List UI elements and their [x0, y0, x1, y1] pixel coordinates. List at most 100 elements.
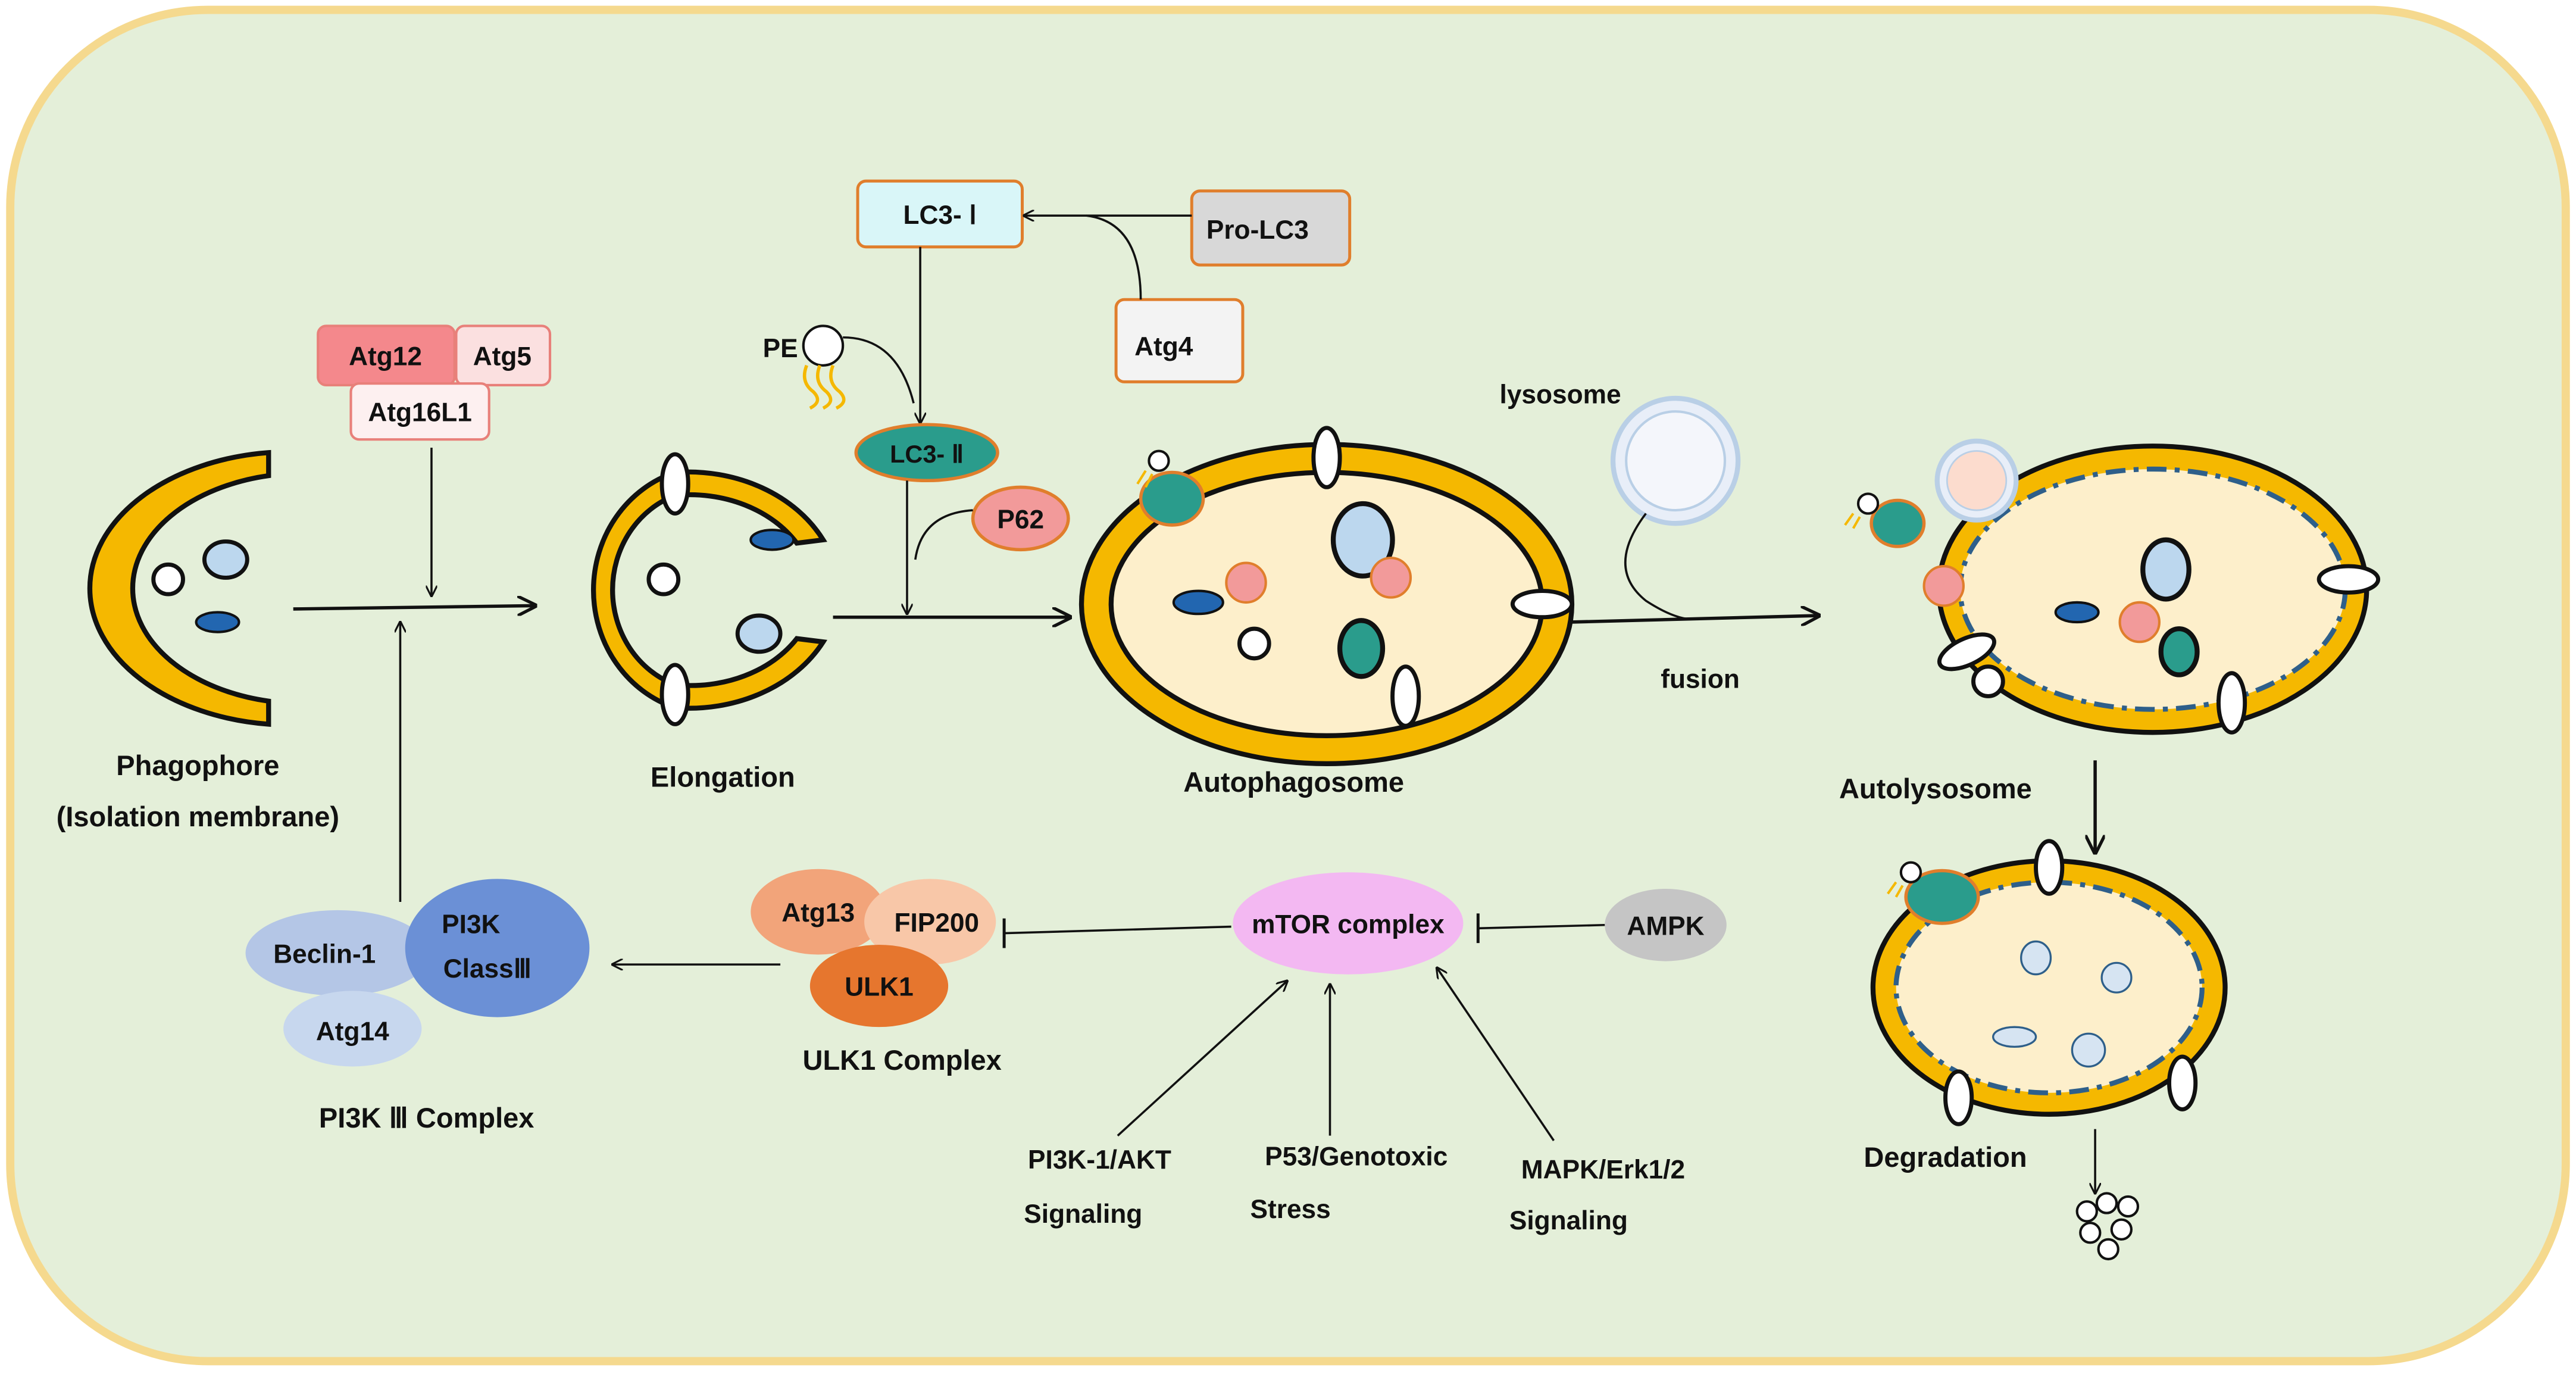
svg-text:P62: P62 — [997, 505, 1044, 534]
phagophore-membrane — [87, 449, 271, 727]
svg-text:Atg5: Atg5 — [473, 342, 532, 371]
white-vesicle — [1971, 664, 2005, 698]
inhibition-mtor-ulk1 — [1004, 925, 1231, 935]
svg-text:LC3- Ⅱ: LC3- Ⅱ — [890, 440, 964, 468]
pe-tails — [1887, 881, 1904, 898]
light-blue-vesicle — [202, 539, 249, 580]
pink-vesicle — [2118, 601, 2161, 644]
inhibition-ampk-mtor — [1478, 923, 1605, 930]
elongation-label: Elongation — [651, 761, 795, 793]
mapk-sublabel: Signaling — [1509, 1206, 1628, 1235]
autophagosome-label: Autophagosome — [1183, 766, 1404, 798]
pi3k-complex-title: PI3K Ⅲ Complex — [319, 1102, 534, 1133]
teal-vesicle — [1337, 618, 1386, 679]
elongation-membrane — [590, 469, 828, 711]
p62-oval: P62 — [971, 485, 1070, 552]
membrane-protein — [1510, 589, 1574, 620]
pi3k-iii-complex: Beclin-1 Atg14 PI3K ClassⅢ — [245, 879, 590, 1067]
lysosome — [1610, 395, 1741, 526]
pe-tails — [1136, 470, 1153, 488]
lc3-i-box: LC3- Ⅰ — [856, 179, 1024, 249]
degradation-products — [2075, 1192, 2140, 1261]
degradation-label: Degradation — [1864, 1141, 2027, 1173]
pink-vesicle — [1370, 557, 1412, 599]
pi3k-akt-label: PI3K-1/AKT — [1028, 1145, 1171, 1175]
pe-marker — [1899, 861, 1922, 883]
autophagosome — [1078, 442, 1575, 766]
lc3-ii-marker — [1139, 470, 1205, 527]
phagophore-sublabel: (Isolation membrane) — [57, 801, 339, 832]
atg14-label: Atg14 — [316, 1017, 389, 1046]
pi3k-label: PI3K — [442, 910, 500, 939]
svg-text:Atg12: Atg12 — [349, 342, 422, 371]
membrane-protein — [1937, 632, 1996, 672]
arrow-mapk-to-mtor — [1437, 968, 1555, 1141]
dark-blue-vesicle — [195, 611, 240, 633]
fip200-label: FIP200 — [894, 908, 979, 938]
svg-text:LC3- Ⅰ: LC3- Ⅰ — [903, 201, 977, 230]
light-blue-vesicle — [1330, 501, 1395, 579]
p53-label: P53/Genotoxic — [1265, 1142, 1448, 1171]
mtor-complex: mTOR complex — [1233, 872, 1464, 975]
lc3-ii-marker — [1870, 498, 1926, 548]
membrane-protein — [2167, 1054, 2198, 1111]
atg16l1-box: Atg16L1 — [349, 382, 490, 441]
membrane-protein — [1390, 664, 1421, 728]
pink-vesicle — [1922, 564, 1965, 607]
atg5-box: Atg5 — [455, 324, 552, 387]
dark-blue-vesicle — [1172, 589, 1224, 616]
white-vesicle — [151, 562, 185, 597]
atg13-label: Atg13 — [781, 898, 855, 928]
degradation-vesicle — [1870, 858, 2228, 1117]
svg-text:Atg16L1: Atg16L1 — [368, 398, 471, 427]
pi3k-class-label: ClassⅢ — [443, 954, 532, 983]
svg-text:Pro-LC3: Pro-LC3 — [1206, 216, 1309, 245]
lc3-ii-marker — [1904, 869, 1980, 925]
mapk-label: MAPK/Erk1/2 — [1521, 1156, 1685, 1185]
light-blue-vesicle — [735, 613, 783, 654]
p53-sublabel: Stress — [1251, 1195, 1331, 1224]
pi3k-akt-sublabel: Signaling — [1024, 1200, 1142, 1229]
ulk1-complex: Atg13 FIP200 ULK1 — [751, 869, 996, 1028]
pe-tails — [1844, 513, 1861, 529]
pe-connector — [843, 336, 915, 404]
pink-vesicle — [1225, 561, 1267, 604]
fusion-label: fusion — [1661, 665, 1740, 694]
membrane-protein — [659, 452, 690, 516]
membrane-protein — [1943, 1069, 1974, 1126]
membrane-protein — [1311, 426, 1342, 489]
dark-blue-vesicle — [749, 529, 795, 551]
svg-text:mTOR complex: mTOR complex — [1252, 910, 1445, 939]
membrane-protein — [2034, 839, 2065, 896]
ulk1-label: ULK1 — [845, 973, 913, 1002]
digested-vesicle — [2071, 1032, 2106, 1068]
svg-text:AMPK: AMPK — [1627, 911, 1704, 941]
dark-blue-vesicle — [2054, 601, 2100, 624]
svg-text:Atg4: Atg4 — [1134, 332, 1193, 361]
white-vesicle — [646, 562, 681, 597]
teal-vesicle — [2158, 626, 2200, 677]
fusing-lysosome — [1934, 438, 2019, 523]
light-blue-vesicle — [2140, 537, 2192, 602]
membrane-protein — [2316, 564, 2381, 595]
ulk1-complex-title: ULK1 Complex — [803, 1044, 1002, 1076]
phagophore-label: Phagophore — [116, 750, 279, 781]
lc3-ii-oval: LC3- Ⅱ — [854, 423, 999, 483]
membrane-protein — [659, 663, 690, 726]
digested-vesicle — [1992, 1026, 2037, 1048]
digested-vesicle — [2100, 961, 2133, 994]
atg4-connector — [1086, 214, 1142, 300]
lysosome-label: lysosome — [1500, 380, 1621, 409]
digested-vesicle — [2020, 940, 2052, 976]
pe-marker — [1856, 492, 1880, 515]
lysosome-connector — [1624, 513, 1699, 621]
ampk: AMPK — [1605, 888, 1727, 961]
autolysosome-label: Autolysosome — [1839, 773, 2032, 804]
pro-lc3-box: Pro-LC3 — [1190, 189, 1352, 267]
pe-lipid — [802, 324, 846, 410]
membrane-protein — [2216, 671, 2247, 735]
atg12-box: Atg12 — [317, 324, 456, 387]
arrow-pi3k-akt-to-mtor — [1117, 981, 1287, 1136]
